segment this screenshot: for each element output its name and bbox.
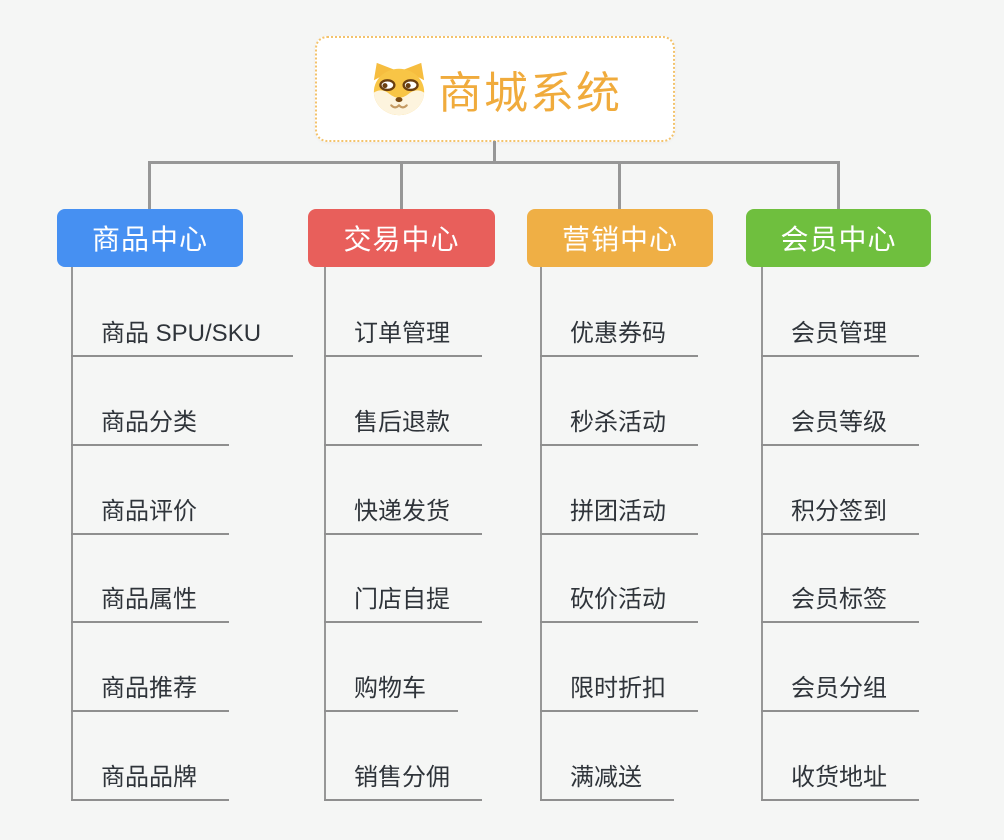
leaf-node[interactable]: 砍价活动 xyxy=(540,587,698,623)
leaf-node[interactable]: 销售分佣 xyxy=(324,765,482,801)
connector-drop-2 xyxy=(400,161,403,209)
connector-root-trunk xyxy=(493,141,496,163)
leaf-node[interactable]: 商品分类 xyxy=(71,410,229,446)
branch-node-trade-center[interactable]: 交易中心 xyxy=(308,209,495,267)
branch-label: 商品中心 xyxy=(91,224,208,255)
leaf-node[interactable]: 售后退款 xyxy=(324,410,482,446)
leaf-node[interactable]: 购物车 xyxy=(324,676,458,712)
leaf-node[interactable]: 商品评价 xyxy=(71,499,229,535)
branch-node-product-center[interactable]: 商品中心 xyxy=(57,209,243,267)
leaf-node[interactable]: 收货地址 xyxy=(761,765,919,801)
branch-label: 营销中心 xyxy=(561,224,678,255)
leaf-node[interactable]: 会员分组 xyxy=(761,676,919,712)
leaf-node[interactable]: 商品推荐 xyxy=(71,676,229,712)
leaf-node[interactable]: 门店自提 xyxy=(324,587,482,623)
leaf-node[interactable]: 会员等级 xyxy=(761,410,919,446)
leaf-node[interactable]: 秒杀活动 xyxy=(540,410,698,446)
connector-drop-4 xyxy=(837,161,840,209)
leaf-node[interactable]: 快递发货 xyxy=(324,499,482,535)
root-node[interactable]: 商城系统 xyxy=(315,36,675,142)
branch-node-member-center[interactable]: 会员中心 xyxy=(746,209,931,267)
leaf-node[interactable]: 商品属性 xyxy=(71,587,229,623)
leaf-node[interactable]: 订单管理 xyxy=(324,321,482,357)
root-node-label: 商城系统 xyxy=(438,69,622,118)
connector-drop-1 xyxy=(148,161,151,209)
leaf-node[interactable]: 商品品牌 xyxy=(71,765,229,801)
leaf-node[interactable]: 会员标签 xyxy=(761,587,919,623)
leaf-node[interactable]: 限时折扣 xyxy=(540,676,698,712)
branch-label: 会员中心 xyxy=(780,224,897,255)
leaf-node[interactable]: 拼团活动 xyxy=(540,499,698,535)
connector-rail xyxy=(148,161,840,164)
leaf-node[interactable]: 会员管理 xyxy=(761,321,919,357)
branch-node-marketing-center[interactable]: 营销中心 xyxy=(527,209,713,267)
leaf-node[interactable]: 积分签到 xyxy=(761,499,919,535)
leaf-node[interactable]: 优惠券码 xyxy=(540,321,698,357)
branch-label: 交易中心 xyxy=(343,224,460,255)
leaf-node[interactable]: 商品 SPU/SKU xyxy=(71,321,294,357)
shiba-dog-icon xyxy=(373,62,425,116)
leaf-node[interactable]: 满减送 xyxy=(540,765,674,801)
connector-drop-3 xyxy=(618,161,621,209)
